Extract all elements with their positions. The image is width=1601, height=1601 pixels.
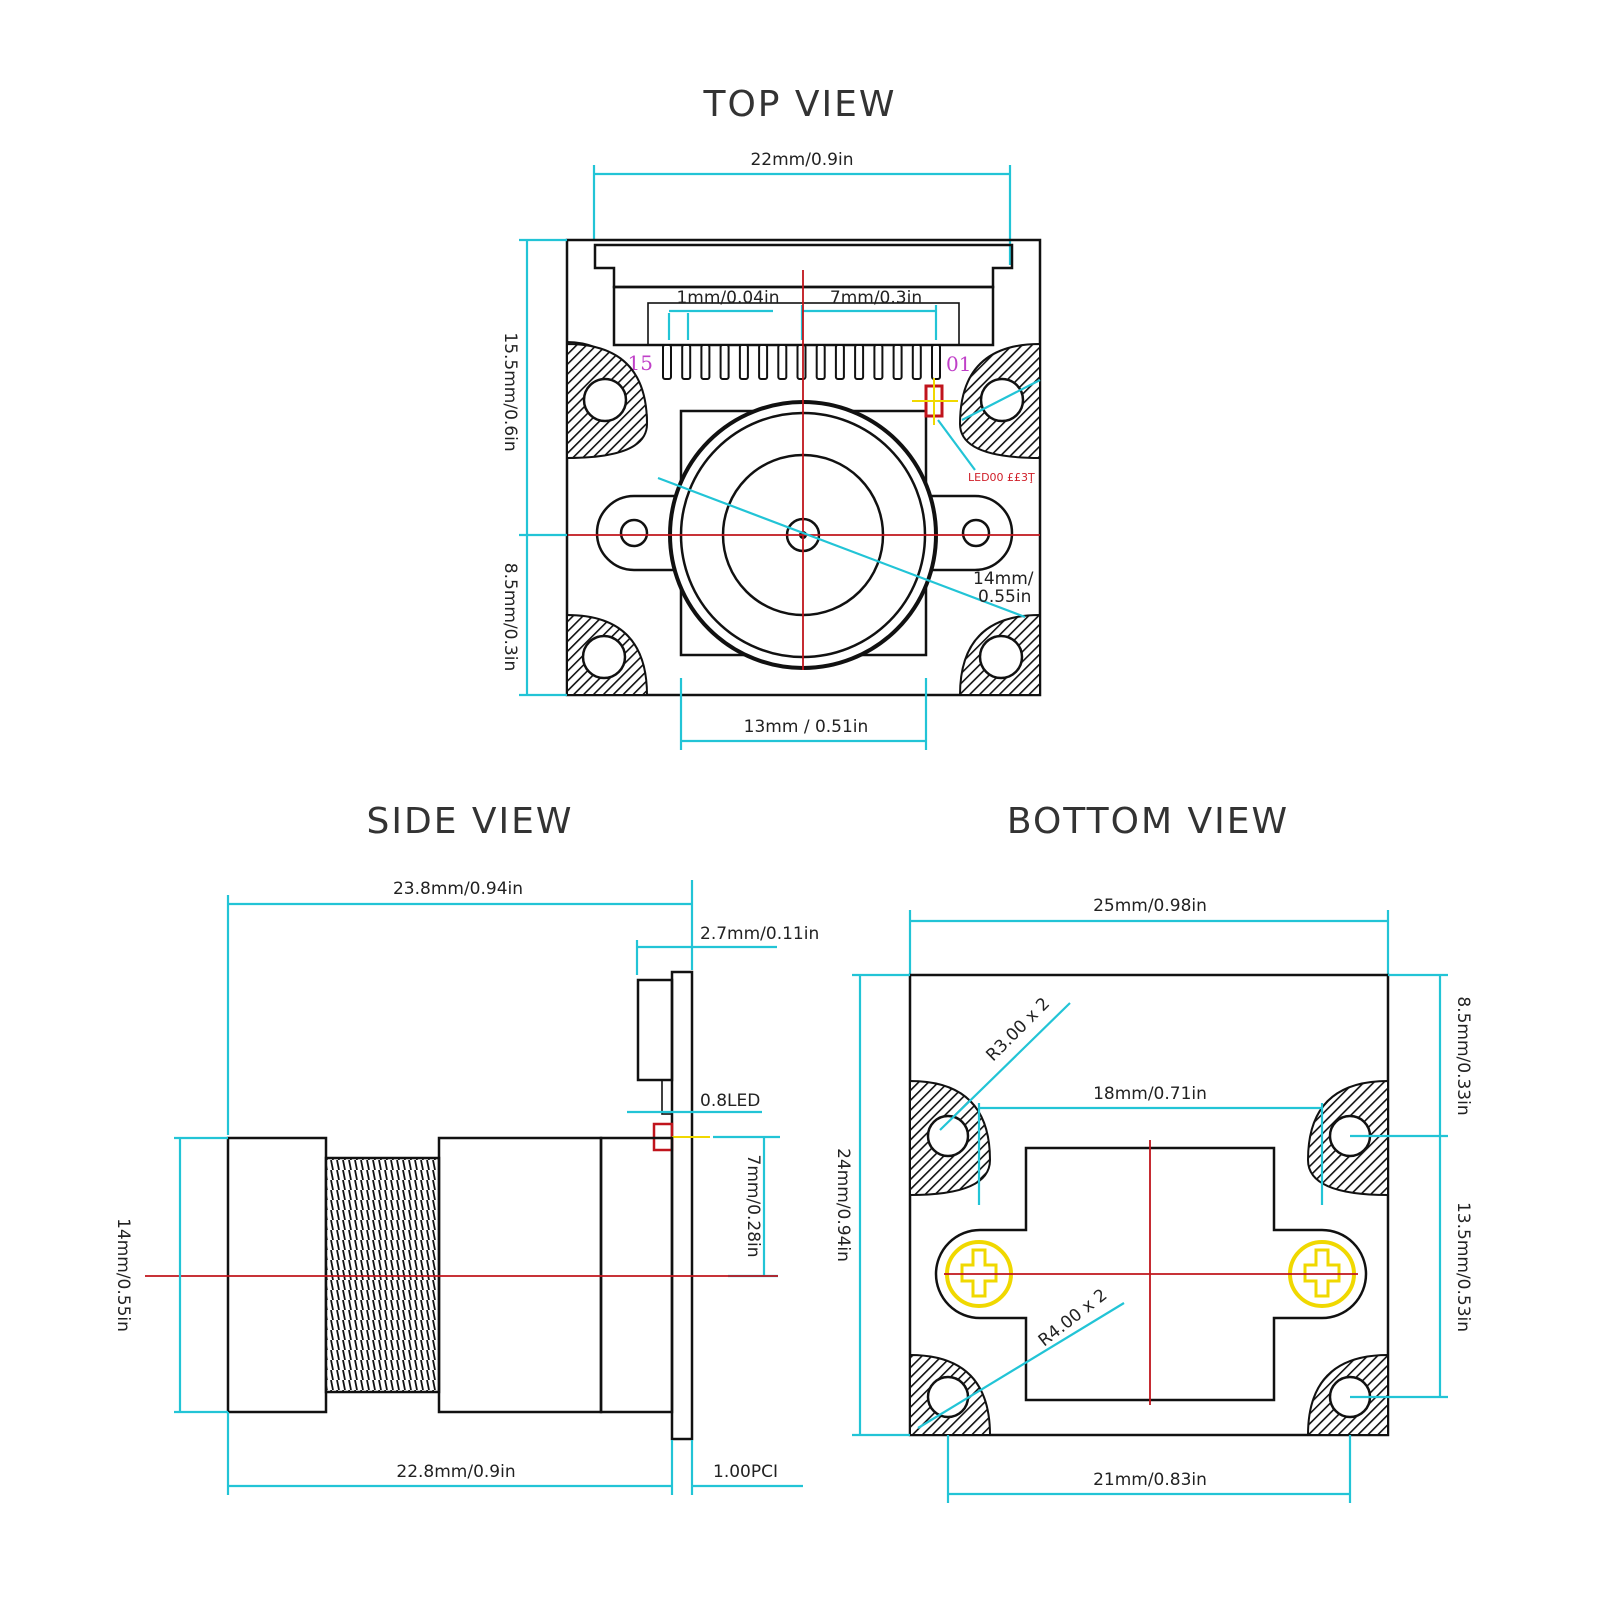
side-diameter-label: 14mm/0.55in [113,1218,133,1332]
bottom-width-label: 25mm/0.98in [1093,896,1207,916]
led-label: LED00 ££3Ţ [968,471,1035,484]
connector-pin [700,344,711,380]
bottom-right-dimensions: 8.5mm/0.33in 13.5mm/0.53in [1350,973,1473,1399]
span-label: 7mm/0.3in [830,288,922,308]
connector-pin [662,344,672,380]
pin-span-dimension: 7mm/0.3in [800,288,938,340]
bottom-width-dimension: 25mm/0.98in [908,896,1390,975]
connector-pin [911,344,922,380]
side-length-dimension: 23.8mm/0.94in [226,879,694,1135]
pin-01-label: 01 [946,352,971,376]
side-led-label: 0.8LED [700,1091,760,1111]
connector-pin [854,344,865,380]
bottom-base-dimension: 21mm/0.83in [946,1435,1352,1503]
side-connector [636,978,674,1082]
side-length-label: 23.8mm/0.94in [393,879,523,899]
side-base-label: 22.8mm/0.9in [396,1462,515,1482]
side-pcb [670,970,694,1441]
bottom-board-outline [908,973,1390,1437]
lens-mount-ears [595,494,1014,572]
connector-pin [834,344,845,380]
connector-pin [931,344,941,380]
side-view-title: SIDE VIEW [367,801,574,842]
side-diameter-dimension: 14mm/0.55in [113,1136,228,1414]
side-offset-label: 7mm/0.28in [743,1154,763,1257]
connector-pins [662,344,941,380]
side-pcb-label: 1.00PCI [713,1462,778,1482]
bottom-view: BOTTOM VIEW 25mm/0.98in [833,801,1473,1503]
side-gap-label: 2.7mm/0.11in [700,924,819,944]
side-offset-dimension: 7mm/0.28in [728,1137,778,1278]
bottom-hole-span-label: 18mm/0.71in [1093,1084,1207,1104]
connector-pin [777,344,788,380]
bottom-hole-span-dimension: 18mm/0.71in [977,1084,1324,1205]
top-centerlines [568,270,1040,670]
lens-diameter-b: 0.55in [978,587,1031,607]
top-width-label: 22mm/0.9in [750,150,853,170]
top-board-outline [565,238,1042,697]
connector-pin [681,344,692,380]
top-height-upper-label: 15.5mm/0.6in [500,332,520,451]
bottom-base-label: 21mm/0.83in [1093,1470,1207,1490]
bottom-centerlines [944,1140,1358,1405]
top-width-dimension: 22mm/0.9in [592,150,1012,265]
bottom-height-dimension: 24mm/0.94in [833,973,910,1437]
top-base-label: 13mm / 0.51in [744,717,869,737]
ffc-connector [593,243,1014,380]
pitch-label: 1mm/0.04in [676,288,779,308]
top-height-lower-label: 8.5mm/0.3in [500,563,520,671]
bottom-height-label: 24mm/0.94in [833,1148,853,1262]
top-height-dimension: 15.5mm/0.6in 8.5mm/0.3in [500,238,567,697]
connector-pin [758,344,769,380]
top-base-dimension: 13mm / 0.51in [679,678,928,750]
led-indicator: LED00 ££3Ţ [912,378,1035,484]
pin-pitch-dimension: 1mm/0.04in [667,288,780,340]
connector-pin [796,344,807,380]
side-gap-dimension: 2.7mm/0.11in [635,924,819,975]
lens-diameter-a: 14mm/ [973,569,1034,589]
bottom-sensor-outline [934,1146,1368,1402]
bottom-right-lower-label: 13.5mm/0.53in [1453,1202,1473,1332]
connector-pin [738,344,749,380]
bottom-mount-holes [909,1079,1389,1436]
bottom-right-upper-label: 8.5mm/0.33in [1453,996,1473,1115]
connector-pin [873,344,884,380]
side-led: 0.8LED [627,1091,780,1152]
side-view: SIDE VIEW 23.8mm/0.94in 2.7mm/0.11in 0.8… [113,801,819,1495]
bottom-view-title: BOTTOM VIEW [1007,801,1289,842]
top-view-title: TOP VIEW [702,84,896,125]
connector-pin [892,344,903,380]
connector-pin [815,344,826,380]
top-view: TOP VIEW 22mm/0.9in 15 01 1mm/0.04in [500,84,1042,750]
side-base-dimension: 22.8mm/0.9in 1.00PCI [226,1412,803,1495]
bottom-r3-leader: R3.00 x 2 [939,994,1071,1131]
lens-diameter-leader: 14mm/ 0.55in [657,379,1041,619]
connector-pin [719,344,730,380]
side-lens-body [226,1136,674,1414]
